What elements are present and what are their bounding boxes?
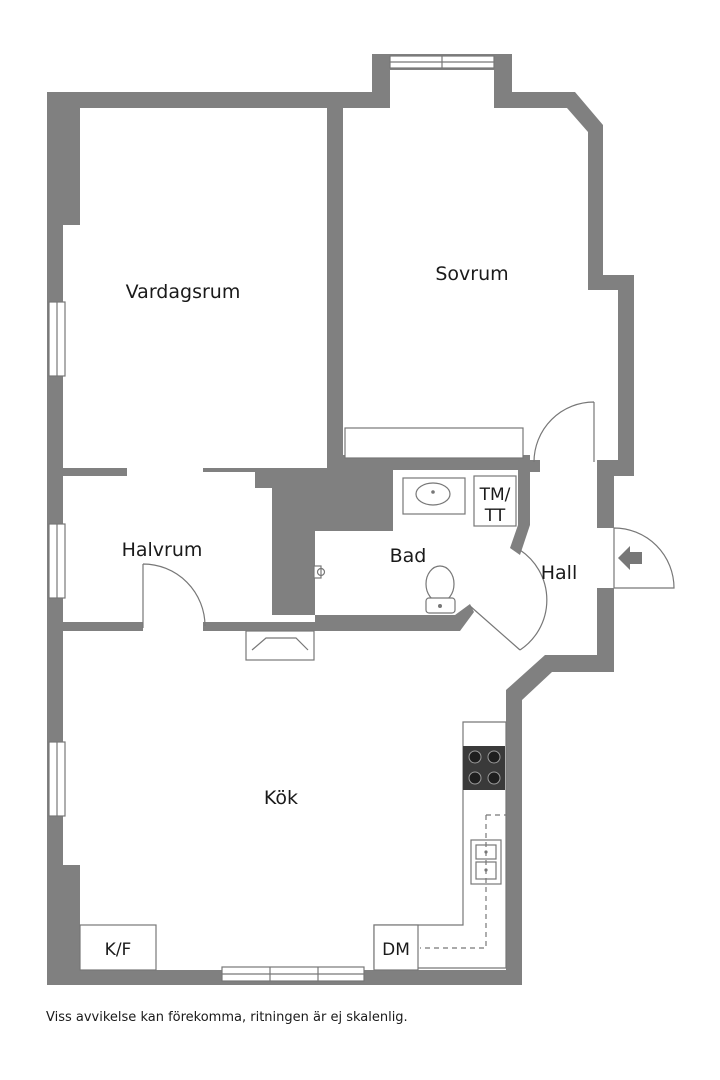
label-tt: TT (484, 506, 506, 526)
shower-tap-icon (313, 565, 326, 579)
fireplace-icon (245, 630, 315, 661)
room-label-bad: Bad (390, 545, 427, 567)
dm-box (373, 924, 419, 971)
hob-icon (463, 746, 505, 790)
windows (48, 55, 495, 982)
kitchen-pipe-dashed (420, 814, 506, 949)
entrance-arrow-icon (618, 546, 642, 570)
label-kf: K/F (105, 940, 132, 960)
room-label-halvrum: Halvrum (122, 539, 203, 561)
window-vardagsrum-left (48, 301, 66, 377)
washbasin-icon (402, 477, 466, 515)
room-label-kok: Kök (264, 787, 298, 809)
door-sovrum (533, 401, 595, 463)
window-kok-left (48, 741, 66, 817)
room-label-sovrum: Sovrum (435, 263, 508, 285)
label-tm: TM/ (479, 485, 511, 505)
window-halvrum-left (48, 523, 66, 599)
interior-walls (63, 100, 540, 631)
fixtures (79, 427, 524, 971)
door-entrance (613, 527, 675, 589)
kf-box (79, 924, 157, 971)
window-sovrum-top (389, 55, 495, 69)
doors (142, 401, 675, 651)
disclaimer-footnote: Viss avvikelse kan förekomma, ritningen … (46, 1010, 408, 1025)
room-labels: Vardagsrum Sovrum Halvrum Bad Hall Kök T… (105, 263, 578, 960)
window-kok-bottom (221, 966, 365, 982)
label-dm: DM (382, 940, 410, 960)
door-halvrum (142, 563, 206, 628)
sovrum-shelf (344, 427, 524, 459)
door-bad (469, 549, 548, 651)
room-label-vardagsrum: Vardagsrum (126, 281, 241, 303)
toilet-icon (425, 565, 456, 614)
room-label-hall: Hall (541, 562, 578, 584)
tm-tt-box (473, 475, 517, 527)
